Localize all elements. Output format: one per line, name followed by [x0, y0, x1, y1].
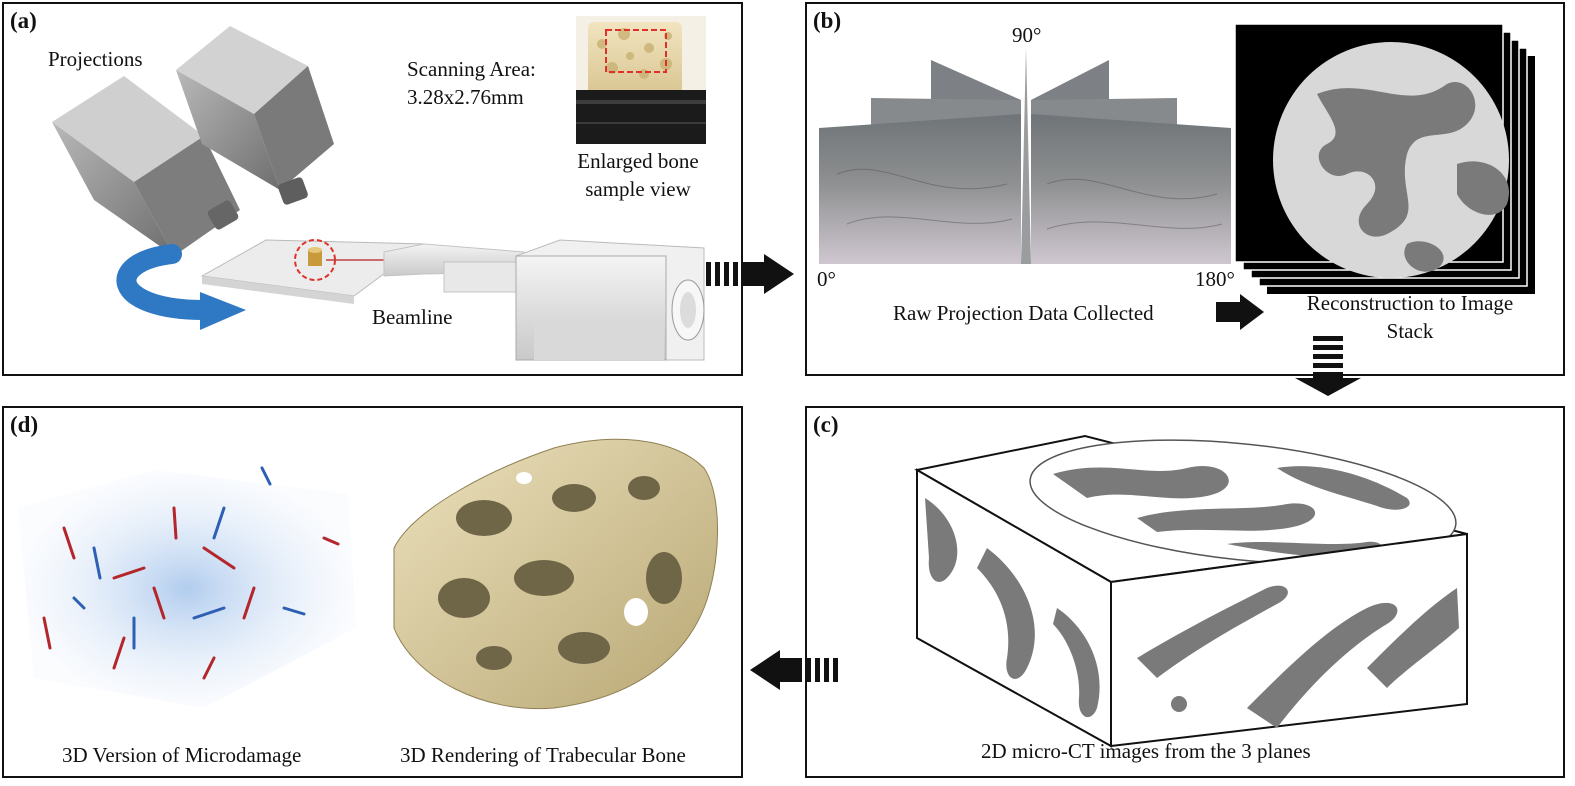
cube-front-face — [1110, 532, 1468, 748]
trabecular-caption: 3D Rendering of Trabecular Bone — [400, 743, 686, 767]
panel-b-projection-reconstruction: (b) 90° 0° 180° Raw Projection Data Coll… — [805, 2, 1565, 376]
micro-ct-caption: 2D micro-CT images from the 3 planes — [981, 739, 1311, 763]
scanning-area-title: Scanning Area: — [407, 57, 536, 81]
scanner-illustration — [52, 16, 706, 361]
microdamage-3d-image — [18, 466, 356, 708]
trabecular-bone-3d-image — [393, 438, 719, 710]
projection-image-90deg — [1021, 48, 1031, 264]
angle-180-label: 180° — [1195, 267, 1235, 291]
panel-a-scanning-setup: (a) Projections Scanning Area: 3.28x2.76… — [2, 2, 743, 376]
rotation-arrow-icon — [116, 244, 246, 330]
panel-c-label: (c) — [813, 412, 839, 437]
enlarged-label-line1: Enlarged bone — [577, 149, 699, 173]
angle-90-label: 90° — [1012, 23, 1042, 47]
microdamage-caption: 3D Version of Microdamage — [62, 743, 302, 767]
projections-label: Projections — [48, 47, 143, 71]
enlarged-bone-sample-image — [576, 16, 706, 144]
arrow-raw-to-reconstruction — [1216, 294, 1264, 330]
beamline-label: Beamline — [372, 305, 453, 329]
projection-image-180deg — [1031, 114, 1231, 264]
arrow-a-to-b — [706, 254, 794, 294]
angle-0-label: 0° — [817, 267, 836, 291]
enlarged-label-line2: sample view — [585, 177, 691, 201]
scanning-area-dimensions: 3.28x2.76mm — [407, 85, 524, 109]
panel-b-label: (b) — [813, 8, 842, 33]
panel-d-3d-renderings: (d) 3D Version of Microdamage 3D Renderi… — [2, 406, 743, 778]
projection-stack-illustration — [819, 23, 1535, 294]
reconstruction-caption-line1: Reconstruction to Image — [1306, 291, 1514, 315]
panel-a-label: (a) — [10, 8, 37, 33]
panel-d-label: (d) — [10, 412, 39, 437]
panel-c-micro-ct-planes: (c) 2D micro-CT images from the 3 planes — [805, 406, 1565, 778]
reconstruction-caption-line2: Stack — [1386, 319, 1434, 343]
detector-right — [176, 26, 334, 205]
projection-image-0deg — [819, 114, 1021, 264]
micro-ct-cube-illustration — [914, 434, 1468, 748]
reconstructed-image-stack — [1234, 23, 1535, 294]
arrow-b-to-c — [1295, 336, 1361, 396]
detector-left — [52, 76, 240, 256]
raw-projection-caption: Raw Projection Data Collected — [893, 301, 1154, 325]
beamline-tube — [383, 239, 705, 361]
arrow-c-to-d — [750, 650, 838, 690]
